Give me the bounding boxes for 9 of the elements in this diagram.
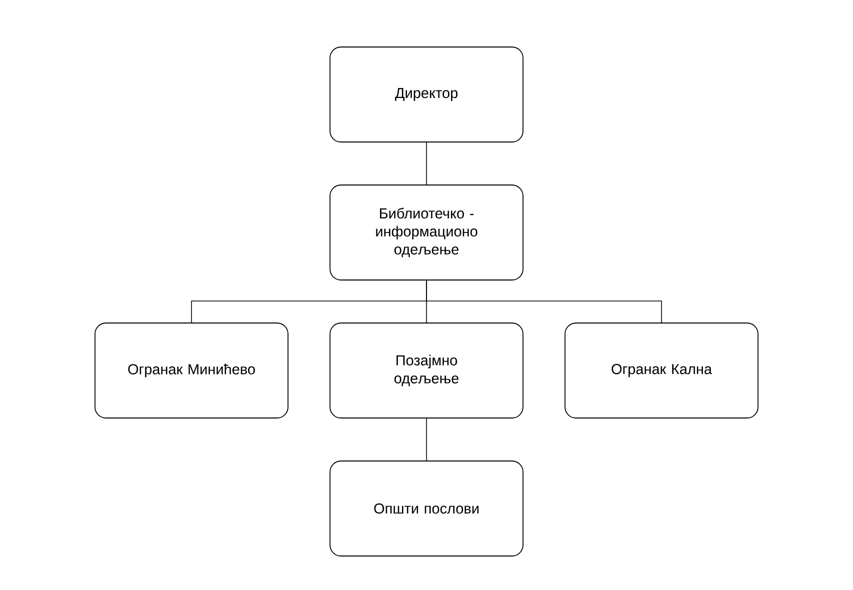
- org-box: Позајмно одељење: [330, 322, 524, 418]
- org-box: Директор: [330, 46, 524, 142]
- connector-line: [426, 280, 662, 323]
- org-box: Општи послови: [330, 460, 524, 556]
- connector-line: [426, 142, 427, 185]
- org-box: Библиотечко - информационо одељење: [330, 184, 524, 280]
- connector-line: [426, 418, 427, 461]
- org-box: Огранак Минићево: [94, 322, 288, 418]
- org-box: Огранак Кална: [564, 322, 758, 418]
